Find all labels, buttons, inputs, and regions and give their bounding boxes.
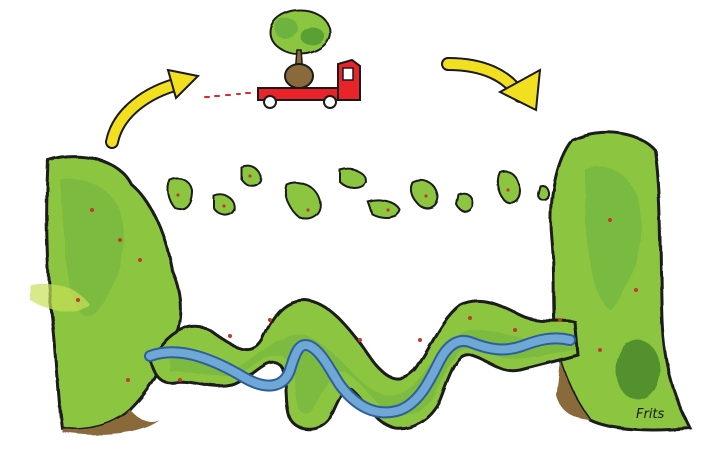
right-forest-patch-icon [551,132,690,430]
forest-patch-icon [168,178,192,209]
left-curved-arrow-icon [112,70,198,142]
forest-patch-icon [410,180,438,208]
forest-patch-icon [498,171,520,203]
tree-on-truck-icon [258,10,360,108]
forest-patch-icon [456,193,472,211]
forest-patch-icon [340,169,366,188]
forest-patch-icon [368,200,400,217]
right-curved-arrow-icon [448,64,540,110]
forest-patch-icon [285,182,321,219]
scattered-forest-patches [168,167,549,219]
dotted-trail [205,93,250,97]
tree-canopy [270,10,330,54]
artist-signature: Frits [636,407,665,422]
forest-patch-icon [538,186,549,200]
left-forest-patch-icon [30,156,181,435]
